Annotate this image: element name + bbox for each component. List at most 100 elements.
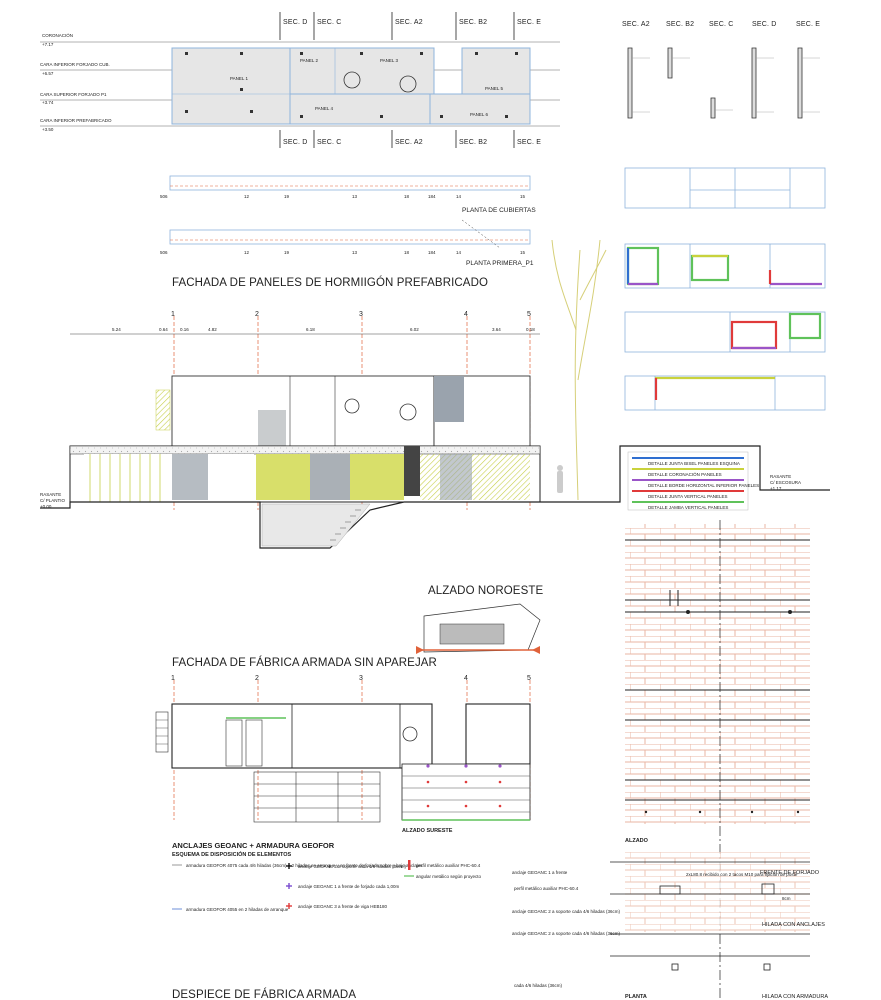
axis-b2: 2	[255, 675, 259, 682]
round-window-2	[399, 75, 417, 93]
sec-b2-top: SEC. B2	[459, 19, 487, 26]
planta-primera-label: PLANTA PRIMERA_P1	[466, 260, 534, 267]
plan-b-num-8: 15	[520, 250, 526, 255]
hilada-armadura-label: HILADA CON ARMADURA	[762, 994, 828, 1000]
key-plan	[416, 603, 541, 654]
title-despiece: DESPIECE DE FÁBRICA ARMADA	[172, 988, 356, 1000]
legend-joint-3: DETALLE BORDE HORIZONTAL INFERIOR PANELE…	[648, 483, 759, 488]
joint-diagrams	[624, 167, 826, 411]
axis-2: 2	[255, 311, 259, 318]
sec-a2-top: SEC. A2	[395, 19, 423, 26]
anchor-marks	[185, 52, 518, 118]
axis-b1: 1	[171, 675, 175, 682]
panel-left	[171, 47, 291, 125]
sec-e-right: SEC. E	[796, 21, 820, 28]
bar-red-icon	[408, 860, 411, 870]
plan-a-num-2: 12	[244, 194, 250, 199]
round-window-1	[343, 71, 361, 89]
planta-detalle-label: PLANTA	[625, 994, 647, 1000]
dim-1: 5.24	[112, 327, 121, 332]
legend-joint-2: DETALLE CORONACIÓN PANELES	[648, 471, 722, 477]
rasante-right-1: RASANTE	[770, 474, 791, 479]
cross-red-icon	[286, 903, 292, 909]
title-fachada-paneles: FACHADA DE PANELES DE HORMIIGÓN PREFABRI…	[172, 276, 488, 289]
level-forjado-p1-value: +3.74	[42, 100, 54, 105]
legend-item-2: armadura GEOFOR 4055 en 2 hiladas de arr…	[186, 907, 289, 912]
title-alzado-noroeste: ALZADO NOROESTE	[428, 585, 543, 597]
panel-elevation: CORONACIÓN +7.17 CARA INFERIOR FORJADO C…	[40, 12, 560, 148]
title-esquema: ESQUEMA DE DISPOSICIÓN DE ELEMENTOS	[172, 850, 292, 858]
rasante-left-1: RASANTE	[40, 492, 61, 497]
note-geoanc1: anclaje GEOANC 1 a frente	[512, 870, 568, 875]
legend-joint-1: DETALLE JUNTA BISEL PANELES ESQUINA	[648, 461, 740, 466]
frente-forjado-label: FRENTE DE FORJADO	[760, 870, 820, 876]
panel-label-5: PANEL 5	[485, 86, 504, 91]
joint-highlights	[626, 246, 822, 400]
note-perfil: perfil metálico auxiliar PHC-60.4	[514, 886, 579, 891]
level-prefabricado: CARA INFERIOR PREFABRICADO	[40, 118, 112, 123]
dim-6: 6.02	[410, 327, 419, 332]
axis-3: 3	[359, 311, 363, 318]
legend-item-5: anclaje GEOANC 3 a frente de viga HEB180	[298, 904, 388, 909]
plan-a-num-4: 13	[352, 194, 358, 199]
sec-c-bottom: SEC. C	[317, 139, 342, 146]
level-coronacion: CORONACIÓN	[42, 32, 73, 38]
rasante-left-2: C/ PLANTIO	[40, 498, 66, 503]
brick-elevation: 1 2 3 4 5	[155, 675, 531, 834]
panel-label-3: PANEL 3	[380, 58, 399, 63]
dim-8: 0.18	[526, 327, 535, 332]
anclajes-legend: ANCLAJES GEOANC + ARMADURA GEOFOR ESQUEM…	[172, 841, 482, 912]
sec-c-right: SEC. C	[709, 21, 734, 28]
sec-b2-bottom: SEC. B2	[459, 139, 487, 146]
cross-black-icon	[286, 863, 292, 869]
rasante-left-3: +0.00	[40, 504, 52, 509]
legend-joint-5: DETALLE JAMBA VERTICAL PANELES	[648, 505, 728, 510]
plan-a-num-3: 19	[284, 194, 290, 199]
plan-b-num-1: 506	[160, 250, 168, 255]
sec-c-top: SEC. C	[317, 19, 342, 26]
note-cada: cada 4/6 hiladas (36cm)	[514, 983, 563, 988]
title-fachada-fabrica: FACHADA DE FÁBRICA ARMADA SIN APAREJAR	[172, 656, 437, 669]
panel-label-2: PANEL 2	[300, 58, 319, 63]
legend-item-1: armadura GEOFOR 4075 cada 4/6 hiladas (3…	[186, 863, 423, 868]
axis-b4: 4	[464, 675, 468, 682]
legend-joint-4: DETALLE JUNTA VERTICAL PANELES	[648, 494, 728, 499]
panel-right-low	[429, 93, 531, 125]
plan-a-num-6: 184	[428, 194, 436, 199]
planta-cubiertas-label: PLANTA DE CUBIERTAS	[462, 207, 536, 214]
axis-5: 5	[527, 311, 531, 318]
note-geoanc2-a: anclaje GEOANC 2 a soporte cada 4/6 hila…	[512, 909, 621, 914]
brick-detail: ALZADO anclaje GEOANC 1 a frente 2xL80.8…	[512, 520, 828, 1000]
plan-b-num-4: 13	[352, 250, 358, 255]
note-geoanc2-b: anclaje GEOANC 2 a soporte cada 4/6 hila…	[512, 931, 621, 936]
panel-label-1: PANEL 1	[230, 76, 249, 81]
stairs	[330, 509, 361, 541]
plan-b-num-5: 18	[404, 250, 410, 255]
plan-cubiertas: 506 12 19 13 18 184 14 15 PLANTA DE CUBI…	[160, 175, 536, 214]
plan-a-num-1: 506	[160, 194, 168, 199]
dim-4: 4.82	[208, 327, 217, 332]
tree	[551, 239, 607, 501]
legend-item-3: anclaje GEOANC 2 a soporte cada 4/6 hila…	[298, 864, 407, 869]
plan-b-num-3: 19	[284, 250, 290, 255]
rasante-right-2: C/ ESCOSURA	[770, 480, 801, 485]
level-coronacion-value: +7.17	[42, 42, 54, 47]
joint-legend: DETALLE JUNTA BISEL PANELES ESQUINA DETA…	[627, 451, 759, 511]
panel-middle-low	[289, 93, 435, 125]
rasante-right-3: +1.17	[770, 486, 782, 491]
sec-a2-bottom: SEC. A2	[395, 139, 423, 146]
plan-a-num-7: 14	[456, 194, 462, 199]
note-8cm: 8cm	[782, 896, 791, 901]
sec-e-bottom: SEC. E	[517, 139, 541, 146]
plan-a-num-5: 18	[404, 194, 410, 199]
hilada-anclajes-label: HILADA CON ANCLAJES	[762, 922, 825, 928]
level-forjado-cub-value: +6.57	[42, 71, 54, 76]
axis-b5: 5	[527, 675, 531, 682]
alzado-detalle-label: ALZADO	[625, 838, 649, 844]
panel-label-6: PANEL 6	[470, 112, 489, 117]
sec-d-right: SEC. D	[752, 21, 777, 28]
level-forjado-p1: CARA SUPERIOR FORJADO P1	[40, 92, 107, 97]
panel-label-4: PANEL 4	[315, 106, 334, 111]
plan-b-num-6: 184	[428, 250, 436, 255]
